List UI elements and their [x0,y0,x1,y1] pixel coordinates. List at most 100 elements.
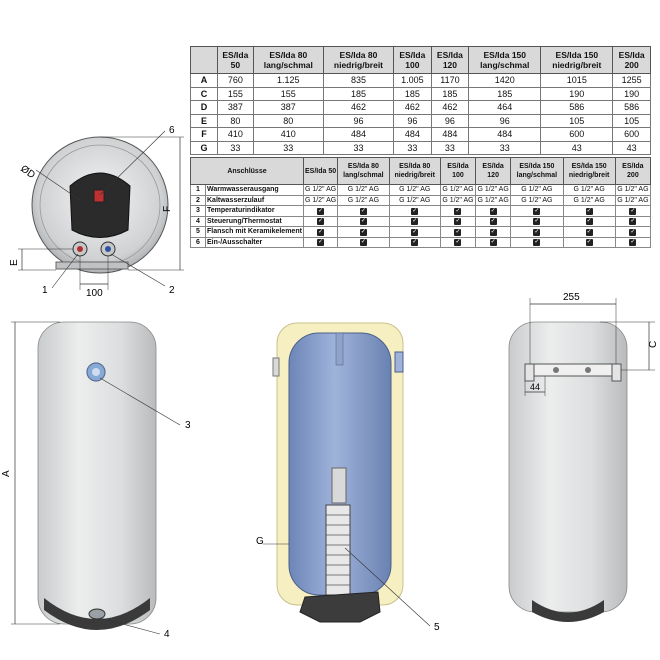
checkmark-icon: ✓ [317,207,325,215]
checkmark-icon: ✓ [411,218,419,226]
callout-2-label: 2 [169,285,175,296]
callout-6-label: 6 [169,125,175,136]
checkmark-icon: ✓ [533,239,541,247]
cutaway-side-fitting [394,351,404,373]
checkmark-icon: ✓ [533,207,541,215]
dimensions-cell: 33 [322,140,395,155]
dimensions-header-row: ES/Ida 50 ES/Ida 80 lang/schmal ES/Ida 8… [190,46,651,74]
checkmark-icon: ✓ [359,239,367,247]
dimensions-header-cell: ES/Ida 150 niedrig/breit [540,46,614,74]
dim-44-label: 44 [530,382,540,392]
callout-3-label: 3 [185,420,191,431]
callout-4-leader [99,617,161,635]
bracket-hook-left [524,363,535,382]
connections-cell: G 1/2" AG [388,184,441,196]
checkmark-icon: ✓ [454,228,462,236]
power-switch-icon [93,189,105,203]
checkmark-icon: ✓ [533,228,541,236]
callout-6-leader [99,130,166,196]
checkmark-icon: ✓ [302,236,339,248]
checkmark-icon: ✓ [489,239,497,247]
dimensions-cell: 43 [612,140,651,155]
connections-row-number: 2 [190,194,206,206]
checkmark-icon: ✓ [614,236,652,248]
dimensions-row-label: G [190,140,218,155]
callout-1-label: 1 [42,285,48,296]
callout-5-label: 5 [434,622,440,633]
checkmark-icon: ✓ [411,239,419,247]
checkmark-icon: ✓ [388,205,441,217]
dimensions-header-cell: ES/Ida 150 lang/schmal [468,46,542,74]
checkmark-icon: ✓ [454,207,462,215]
connections-cell: G 1/2" AG [302,184,339,196]
checkmark-icon: ✓ [510,205,564,217]
dim-d-leader [35,169,81,201]
connections-header-cell: ES/Ida 100 [439,157,477,185]
checkmark-icon: ✓ [388,236,441,248]
callout-5-leader [344,547,431,627]
checkmark-icon: ✓ [629,228,637,236]
dimensions-cell: 33 [252,140,324,155]
heating-element-coils [326,514,350,586]
checkmark-icon: ✓ [359,207,367,215]
dimensions-header-cell [190,46,218,74]
checkmark-icon: ✓ [302,215,339,227]
connections-header-cell: ES/Ida 80 niedrig/breit [388,157,441,185]
checkmark-icon: ✓ [585,207,593,215]
connections-header-cell: ES/Ida 200 [614,157,652,185]
dim-f-label: F [162,206,173,212]
callout-2-leader [110,253,166,287]
checkmark-icon: ✓ [359,218,367,226]
callout-4-label: 4 [164,629,170,640]
heating-element [325,504,351,596]
checkmark-icon: ✓ [317,218,325,226]
checkmark-icon: ✓ [411,207,419,215]
mounting-bracket [55,261,129,270]
dimensions-header-cell: ES/Ida 200 [612,46,651,74]
hot-water-outlet-inner [77,246,83,252]
checkmark-icon: ✓ [454,218,462,226]
connections-header-cell: ES/Ida 120 [475,157,512,185]
checkmark-icon: ✓ [454,239,462,247]
cutaway-view: G 5 [256,322,440,633]
dim-e-label: E [9,259,20,266]
checkmark-icon: ✓ [489,207,497,215]
callout-3-leader [99,377,181,426]
dim-a-label: A [1,470,12,477]
connections-header-cell: ES/Ida 80 lang/schmal [337,157,390,185]
anode-rod [331,467,347,504]
checkmark-icon: ✓ [317,228,325,236]
flange-assembly [299,591,381,623]
rear-bottom-cap [532,600,604,622]
checkmark-icon: ✓ [614,226,652,238]
checkmark-icon: ✓ [629,239,637,247]
bracket-bolt-right [585,367,591,373]
connections-header-cell: ES/Ida 150 niedrig/breit [562,157,616,185]
cold-water-inlet-inner [105,246,111,252]
checkmark-icon: ✓ [510,236,564,248]
checkmark-icon: ✓ [614,205,652,217]
dim-g-label: G [256,536,264,547]
checkmark-icon: ✓ [585,218,593,226]
dimensions-header-cell: ES/Ida 50 [217,46,254,74]
checkmark-icon: ✓ [533,218,541,226]
connections-row-number: 5 [190,226,206,238]
dimensions-row-label: D [190,100,218,115]
connections-cell: G 1/2" AG [614,184,652,196]
connections-cell: G 1/2" AG [510,184,564,196]
cutaway-top-fitting [272,357,280,377]
checkmark-icon: ✓ [629,207,637,215]
dimensions-cell: 43 [540,140,614,155]
dimensions-header-cell: ES/Ida 100 [393,46,432,74]
